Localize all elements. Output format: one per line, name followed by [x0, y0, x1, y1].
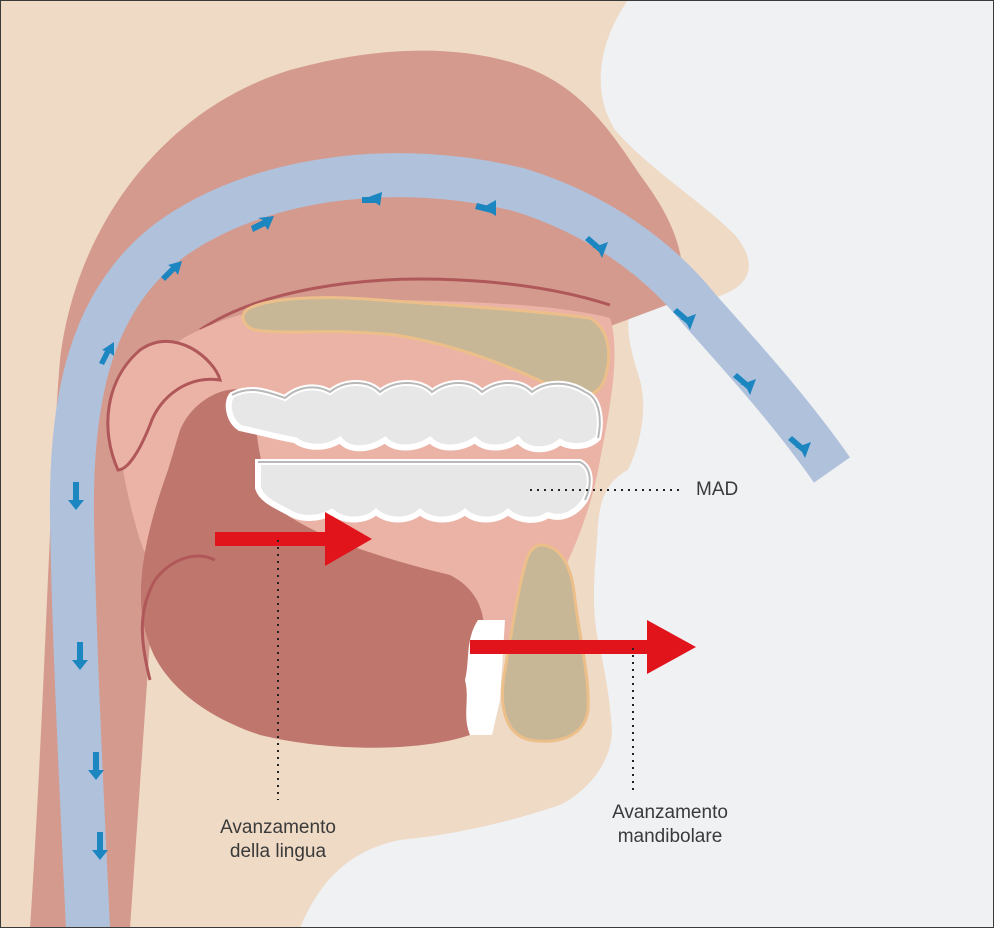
tongue-advancement-label: Avanzamento della lingua — [198, 816, 358, 864]
mandible-label-line-1: Avanzamento — [595, 801, 745, 825]
mandible-label-line-2: mandibolare — [595, 825, 745, 849]
mad-lower-splint — [258, 462, 590, 520]
mad-label: MAD — [696, 478, 738, 502]
mandibular-advancement-label: Avanzamento mandibolare — [595, 801, 745, 849]
tongue-label-line-1: Avanzamento — [198, 816, 358, 840]
tongue-label-line-2: della lingua — [198, 840, 358, 864]
